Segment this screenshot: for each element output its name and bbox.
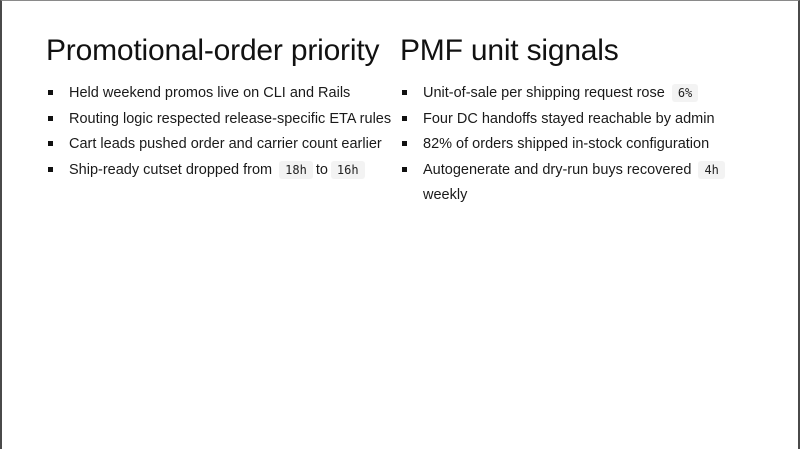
square-bullet-icon bbox=[402, 115, 407, 121]
item-text: Ship-ready cutset dropped from bbox=[69, 161, 273, 178]
list-item: Cart leads pushed order and carrier coun… bbox=[48, 132, 391, 158]
item-text: Four DC handoffs stayed reachable by adm… bbox=[423, 110, 715, 127]
square-bullet-icon bbox=[402, 90, 407, 95]
item-text: Cart leads pushed order and carrier coun… bbox=[69, 136, 382, 152]
square-bullet-icon bbox=[48, 90, 53, 95]
item-text-continued: weekly bbox=[423, 187, 468, 203]
right-title: PMF unit signals bbox=[400, 34, 619, 67]
list-item: 82% of orders shipped in-stock configura… bbox=[402, 132, 748, 158]
code-value-to: 16h bbox=[330, 160, 365, 179]
list-item: Autogenerate and dry-run buys recovered … bbox=[402, 158, 748, 209]
list-item: Held weekend promos live on CLI and Rail… bbox=[48, 81, 391, 107]
square-bullet-icon bbox=[48, 166, 53, 172]
left-title: Promotional-order priority bbox=[46, 34, 380, 67]
item-text: Routing logic respected release-specific… bbox=[69, 110, 392, 127]
list-item: Unit-of-sale per shipping request rose 6… bbox=[402, 81, 748, 107]
square-bullet-icon bbox=[48, 115, 53, 121]
list-item: Four DC handoffs stayed reachable by adm… bbox=[402, 107, 748, 133]
item-text: 82% of orders shipped in-stock configura… bbox=[423, 136, 710, 152]
square-bullet-icon bbox=[402, 166, 407, 172]
square-bullet-icon bbox=[402, 141, 407, 146]
code-value-from: 18h bbox=[279, 160, 313, 179]
list-item: Routing logic respected release-specific… bbox=[48, 107, 391, 133]
square-bullet-icon bbox=[48, 141, 53, 146]
item-text: Autogenerate and dry-run buys recovered bbox=[423, 161, 692, 178]
code-value: 6% bbox=[671, 84, 699, 102]
item-text: Unit-of-sale per shipping request rose bbox=[423, 85, 665, 101]
left-bullet-list: Held weekend promos live on CLI and Rail… bbox=[48, 81, 391, 183]
right-bullet-list: Unit-of-sale per shipping request rose 6… bbox=[402, 81, 748, 209]
item-text-mid: to bbox=[315, 161, 328, 178]
code-value: 4h bbox=[698, 160, 725, 179]
item-text: Held weekend promos live on CLI and Rail… bbox=[69, 85, 351, 101]
